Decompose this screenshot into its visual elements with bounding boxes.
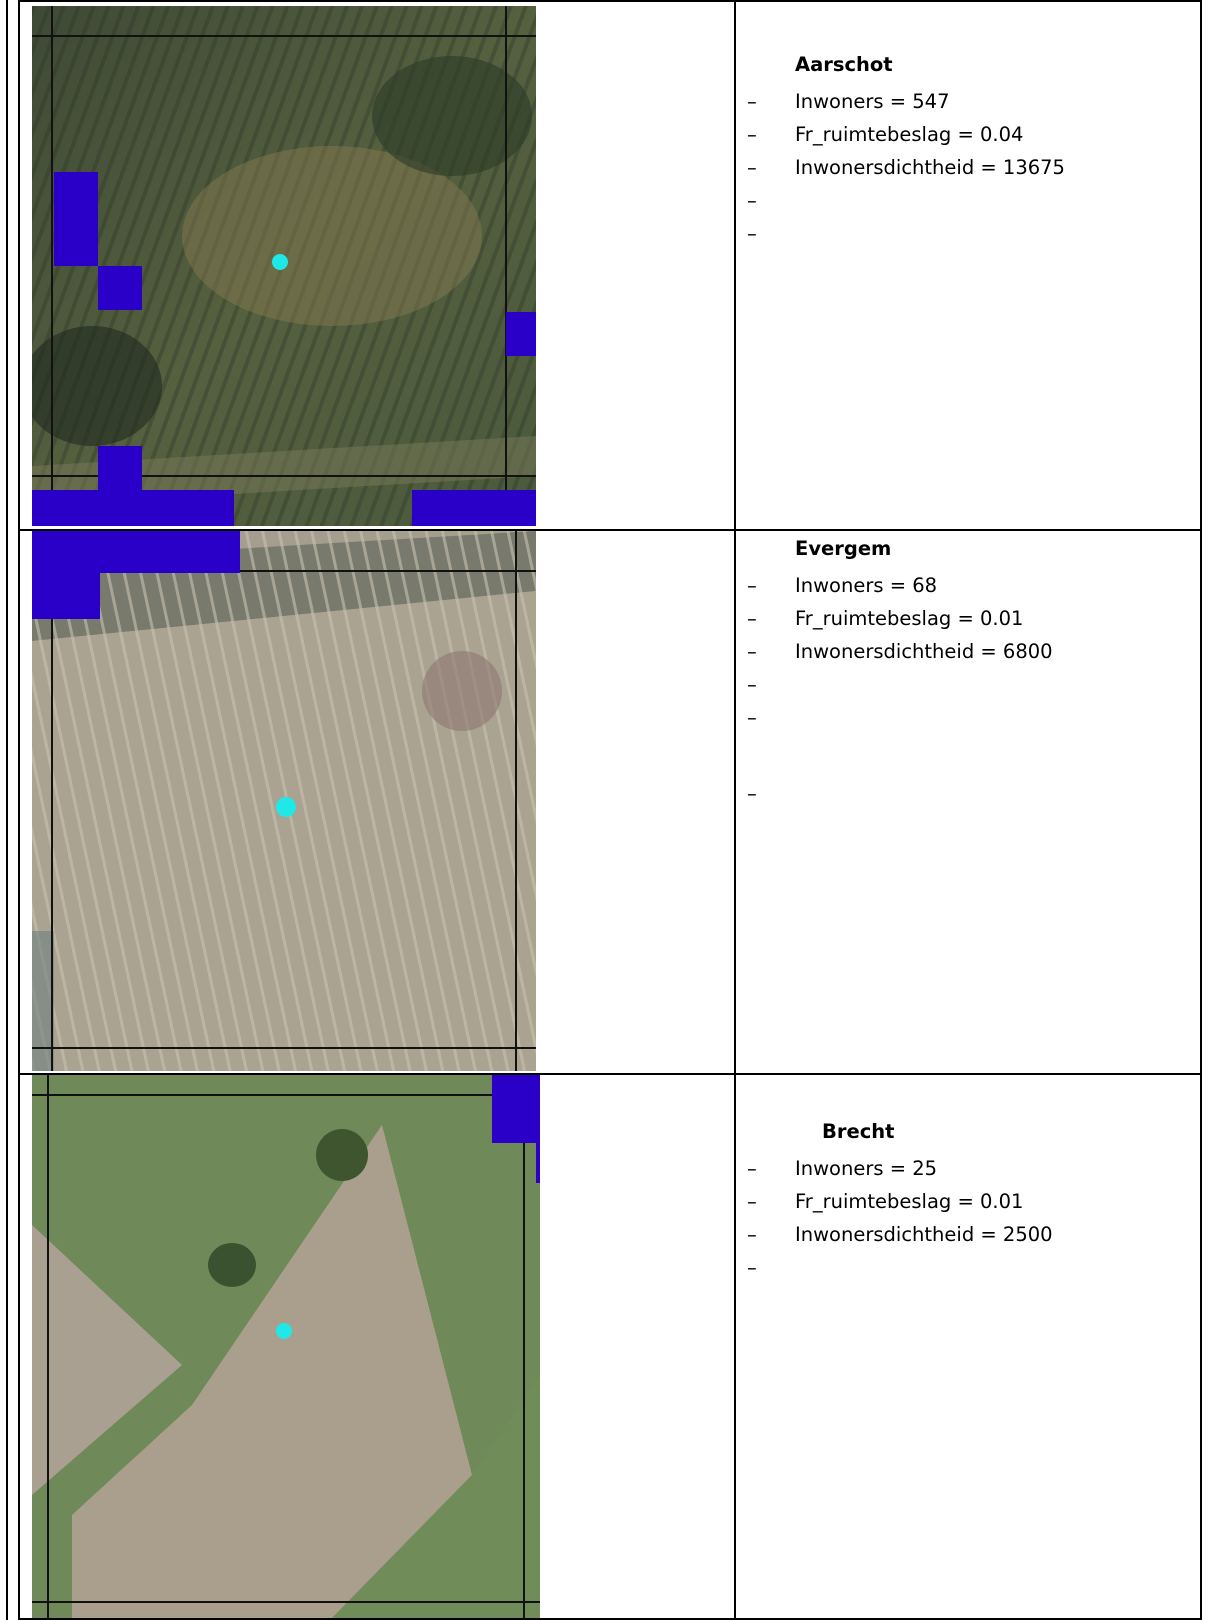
list-item: –Inwoners = 547 (747, 90, 950, 113)
list-item: –Inwoners = 68 (747, 574, 938, 597)
list-item: –Inwonersdichtheid = 13675 (747, 156, 1065, 179)
list-item: –Inwonersdichtheid = 2500 (747, 1223, 1053, 1246)
municipality-name: Brecht (822, 1120, 895, 1143)
list-item: – (747, 1256, 757, 1279)
aerial-photo-evergem (32, 531, 536, 1071)
info-block-brecht: Brecht –Inwoners = 25 –Fr_ruimtebeslag =… (745, 1115, 1185, 1284)
info-block-aarschot: Aarschot –Inwoners = 547 –Fr_ruimtebesla… (745, 48, 1185, 250)
attribute-list: –Inwoners = 25 –Fr_ruimtebeslag = 0.01 –… (745, 1152, 1185, 1284)
table-row-divider (18, 1073, 1202, 1075)
list-item: –Fr_ruimtebeslag = 0.01 (747, 1190, 1024, 1213)
municipality-name: Evergem (795, 537, 892, 560)
list-item: – (747, 222, 757, 245)
list-item: –Inwonersdichtheid = 6800 (747, 640, 1053, 663)
list-item: –Fr_ruimtebeslag = 0.04 (747, 123, 1024, 146)
attribute-list: –Inwoners = 547 –Fr_ruimtebeslag = 0.04 … (745, 85, 1185, 250)
info-block-evergem: Evergem –Inwoners = 68 –Fr_ruimtebeslag … (745, 532, 1185, 810)
list-item: –Inwoners = 25 (747, 1157, 938, 1180)
list-item: – (747, 782, 757, 805)
table-border-bottom (18, 1618, 1202, 1620)
table-border-left (6, 0, 8, 1620)
table-column-divider (734, 0, 736, 1620)
aerial-photo-aarschot (32, 6, 536, 526)
table-border-top (18, 0, 1202, 2)
table-column-line (18, 0, 20, 1620)
table-border-right (1200, 0, 1202, 1620)
list-item: –Fr_ruimtebeslag = 0.01 (747, 607, 1024, 630)
aerial-photo-brecht (32, 1075, 540, 1618)
table-row-divider (18, 529, 1202, 531)
list-item: – (747, 706, 757, 729)
attribute-list: –Inwoners = 68 –Fr_ruimtebeslag = 0.01 –… (745, 569, 1185, 810)
list-item: – (747, 189, 757, 212)
list-item: – (747, 673, 757, 696)
municipality-name: Aarschot (795, 53, 893, 76)
